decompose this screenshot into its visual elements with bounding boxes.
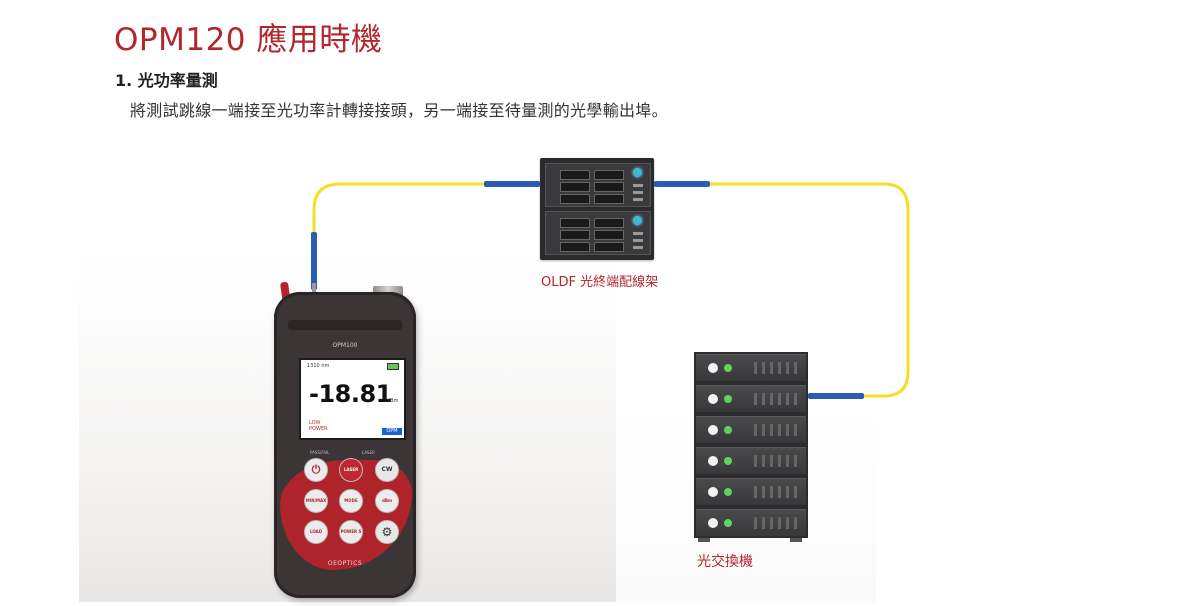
section-description: 將測試跳線一端接至光功率計轉接接頭，另一端接至待量測的光學輸出埠。 [130, 101, 668, 120]
odf-indicator-bar [633, 184, 643, 187]
switch-led-white [708, 363, 718, 373]
switch-unit [696, 447, 806, 474]
load-button[interactable]: LOAD [304, 520, 328, 544]
cw-button[interactable]: CW [375, 458, 399, 482]
odf-rack [540, 158, 654, 260]
switch-vents [754, 424, 798, 436]
screen-low-power-status: LOW POWER [309, 420, 328, 432]
opm-meter: OPM100 1310 nm -18.81 dBm LOW POWER OPM … [274, 292, 416, 598]
odf-port [560, 242, 590, 252]
odf-port [594, 230, 624, 240]
odf-indicator-bar [633, 198, 643, 201]
meter-model-label: OPM100 [332, 342, 358, 349]
switch-vents [754, 362, 798, 374]
switch-unit [696, 354, 806, 381]
odf-port [594, 218, 624, 228]
switch-vents [754, 393, 798, 405]
battery-icon [387, 363, 399, 370]
switch-led-green [724, 395, 732, 403]
odf-port [594, 182, 624, 192]
section-heading: 1. 光功率量測 [115, 71, 218, 90]
odf-port [560, 170, 590, 180]
switch-foot [790, 538, 802, 542]
odf-port [560, 218, 590, 228]
screen-power-reading: -18.81 [309, 380, 392, 408]
switch-unit [696, 509, 806, 536]
switch-unit [696, 478, 806, 505]
switch-led-green [724, 519, 732, 527]
odf-indicator-bar [633, 232, 643, 235]
screen-mode-badge: OPM [382, 428, 402, 435]
odf-unit-bottom [545, 211, 651, 255]
power-button[interactable]: ⏻ [304, 458, 328, 482]
meter-screen: 1310 nm -18.81 dBm LOW POWER OPM [299, 358, 406, 440]
switch-label: 光交換機 [697, 554, 753, 570]
switch-vents [754, 486, 798, 498]
odf-port [560, 182, 590, 192]
mode-button[interactable]: MODE [339, 489, 363, 513]
switch-unit [696, 385, 806, 412]
power-s-button[interactable]: POWER S [339, 520, 363, 544]
switch-unit [696, 416, 806, 443]
switch-led-green [724, 457, 732, 465]
switch-vents [754, 455, 798, 467]
switch-led-white [708, 487, 718, 497]
fiber-cable-left [311, 181, 540, 295]
odf-port [560, 194, 590, 204]
settings-button[interactable]: ⚙ [375, 520, 399, 544]
switch-vents [754, 517, 798, 529]
switch-led-white [708, 394, 718, 404]
odf-port [594, 194, 624, 204]
meter-brand: OEOPTICS [327, 560, 363, 567]
laser-label: LASER [362, 450, 375, 455]
odf-port [560, 230, 590, 240]
fiber-cable-right [654, 181, 910, 399]
optical-switch [694, 352, 808, 538]
screen-wavelength: 1310 nm [307, 363, 330, 369]
switch-led-green [724, 364, 732, 372]
odf-port [594, 170, 624, 180]
odf-status-led [633, 216, 642, 225]
screen-unit: dBm [387, 398, 399, 404]
pass-fail-label: PASS/FAIL [310, 450, 330, 455]
switch-foot [698, 538, 710, 542]
page-title: OPM120 應用時機 [114, 22, 383, 58]
odf-status-led [633, 168, 642, 177]
switch-led-white [708, 425, 718, 435]
odf-indicator-bar [633, 191, 643, 194]
odf-unit-top [545, 163, 651, 207]
switch-led-white [708, 456, 718, 466]
meter-top-band [288, 320, 402, 330]
switch-led-white [708, 518, 718, 528]
switch-led-green [724, 488, 732, 496]
odf-indicator-bar [633, 246, 643, 249]
odf-indicator-bar [633, 239, 643, 242]
switch-led-green [724, 426, 732, 434]
odf-label: OLDF 光終端配線架 [541, 275, 659, 290]
laser-button[interactable]: LASER [339, 458, 363, 482]
odf-port [594, 242, 624, 252]
dbm-button[interactable]: dBm [375, 489, 399, 513]
minmax-button[interactable]: MIN/MAX [304, 489, 328, 513]
